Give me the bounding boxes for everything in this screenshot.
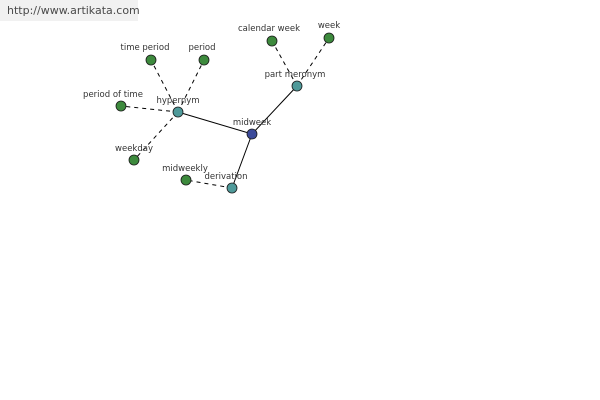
site-link[interactable]: http://www.artikata.com (0, 0, 140, 21)
term-label-calendar-week[interactable]: calendar week (238, 24, 300, 34)
center-node-midweek[interactable] (246, 128, 258, 140)
site-url[interactable]: http://www.artikata.com (7, 4, 140, 17)
term-label-week[interactable]: week (318, 21, 340, 31)
edge-midweek-derivation (231, 133, 253, 189)
term-node-week[interactable] (323, 32, 335, 44)
labels: time period period period of time weekday ca… (83, 21, 340, 182)
term-label-period[interactable]: period (188, 43, 215, 53)
edge-hypernym-period (177, 59, 205, 113)
edge-midweek-part-meronym (251, 85, 298, 135)
term-label-midweekly[interactable]: midweekly (162, 164, 208, 174)
term-node-period-of-time[interactable] (115, 100, 127, 112)
term-label-time-period[interactable]: time period (121, 43, 170, 53)
relation-node-part-meronym[interactable] (291, 80, 303, 92)
edge-part-meronym-calendar-week (271, 40, 298, 87)
relation-node-derivation[interactable] (226, 182, 238, 194)
edge-part-meronym-week (296, 37, 330, 87)
term-node-calendar-week[interactable] (266, 35, 278, 47)
edge-hypernym-period-of-time (120, 105, 179, 113)
term-node-period[interactable] (198, 54, 210, 66)
term-label-period-of-time[interactable]: period of time (83, 90, 143, 100)
term-node-midweekly[interactable] (180, 174, 192, 186)
nodes (115, 32, 335, 194)
center-label-midweek[interactable]: midweek (233, 118, 271, 128)
term-node-time-period[interactable] (145, 54, 157, 66)
edge-midweek-hypernym (177, 111, 253, 135)
edge-hypernym-time-period (150, 59, 179, 113)
relation-label-derivation[interactable]: derivation (204, 172, 247, 182)
edge-hypernym-weekday (133, 111, 179, 161)
relation-node-hypernym[interactable] (172, 106, 184, 118)
term-label-weekday[interactable]: weekday (115, 144, 153, 154)
term-node-weekday[interactable] (128, 154, 140, 166)
relation-label-hypernym[interactable]: hypernym (156, 96, 199, 106)
edges (120, 37, 330, 189)
relation-label-part-meronym[interactable]: part meronym (265, 70, 326, 80)
